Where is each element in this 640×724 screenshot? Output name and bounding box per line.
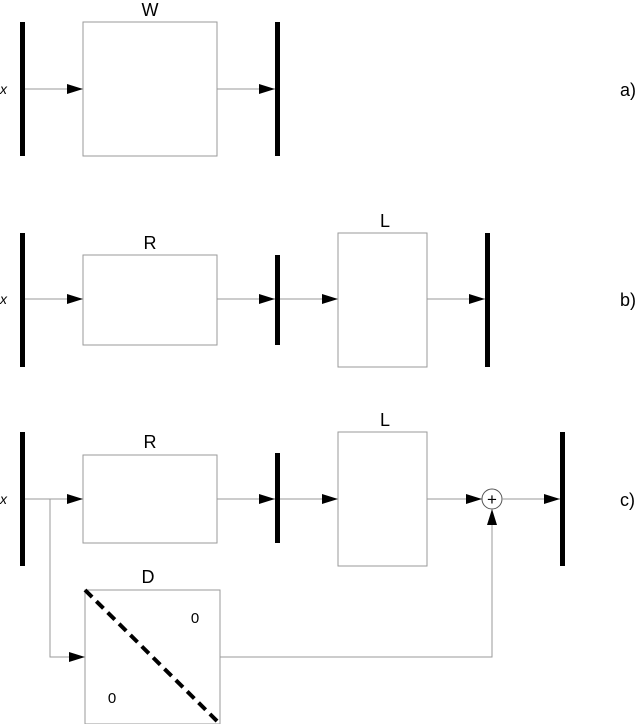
panel-a: x W a) <box>0 0 636 157</box>
block-r <box>82 254 218 346</box>
block-d-zero-upper: 0 <box>191 610 199 627</box>
input-bar-a <box>20 22 25 156</box>
block-l-c-label: L <box>380 410 390 430</box>
block-d-label: D <box>142 567 155 587</box>
panel-c: x R L + c) D 0 0 <box>0 410 635 724</box>
mid-bar-c <box>275 453 280 543</box>
input-bar-b <box>20 233 25 367</box>
block-d <box>84 589 221 724</box>
block-r-c-label: R <box>144 432 157 452</box>
output-bar-b <box>485 233 490 367</box>
block-l-c <box>337 431 428 567</box>
panel-tag-c: c) <box>620 490 635 510</box>
panel-tag-b: b) <box>620 290 636 310</box>
output-bar-a <box>275 22 280 156</box>
input-label-a: x <box>0 81 8 97</box>
block-w-label: W <box>142 0 159 20</box>
output-bar-c <box>560 432 565 566</box>
input-bar-c <box>20 432 25 566</box>
block-r-c <box>82 454 218 544</box>
mid-bar-b <box>275 255 280 345</box>
panel-b: x R L b) <box>0 211 636 368</box>
block-r-label: R <box>144 233 157 253</box>
bypass-wire <box>49 499 85 658</box>
block-w <box>82 21 218 157</box>
input-label-c: x <box>0 491 8 507</box>
panel-tag-a: a) <box>620 80 636 100</box>
block-l-label: L <box>380 211 390 231</box>
block-d-zero-lower: 0 <box>108 690 116 707</box>
input-label-b: x <box>0 291 8 307</box>
block-l <box>337 232 428 368</box>
sum-symbol: + <box>487 490 497 509</box>
d-output-wire <box>220 527 493 658</box>
